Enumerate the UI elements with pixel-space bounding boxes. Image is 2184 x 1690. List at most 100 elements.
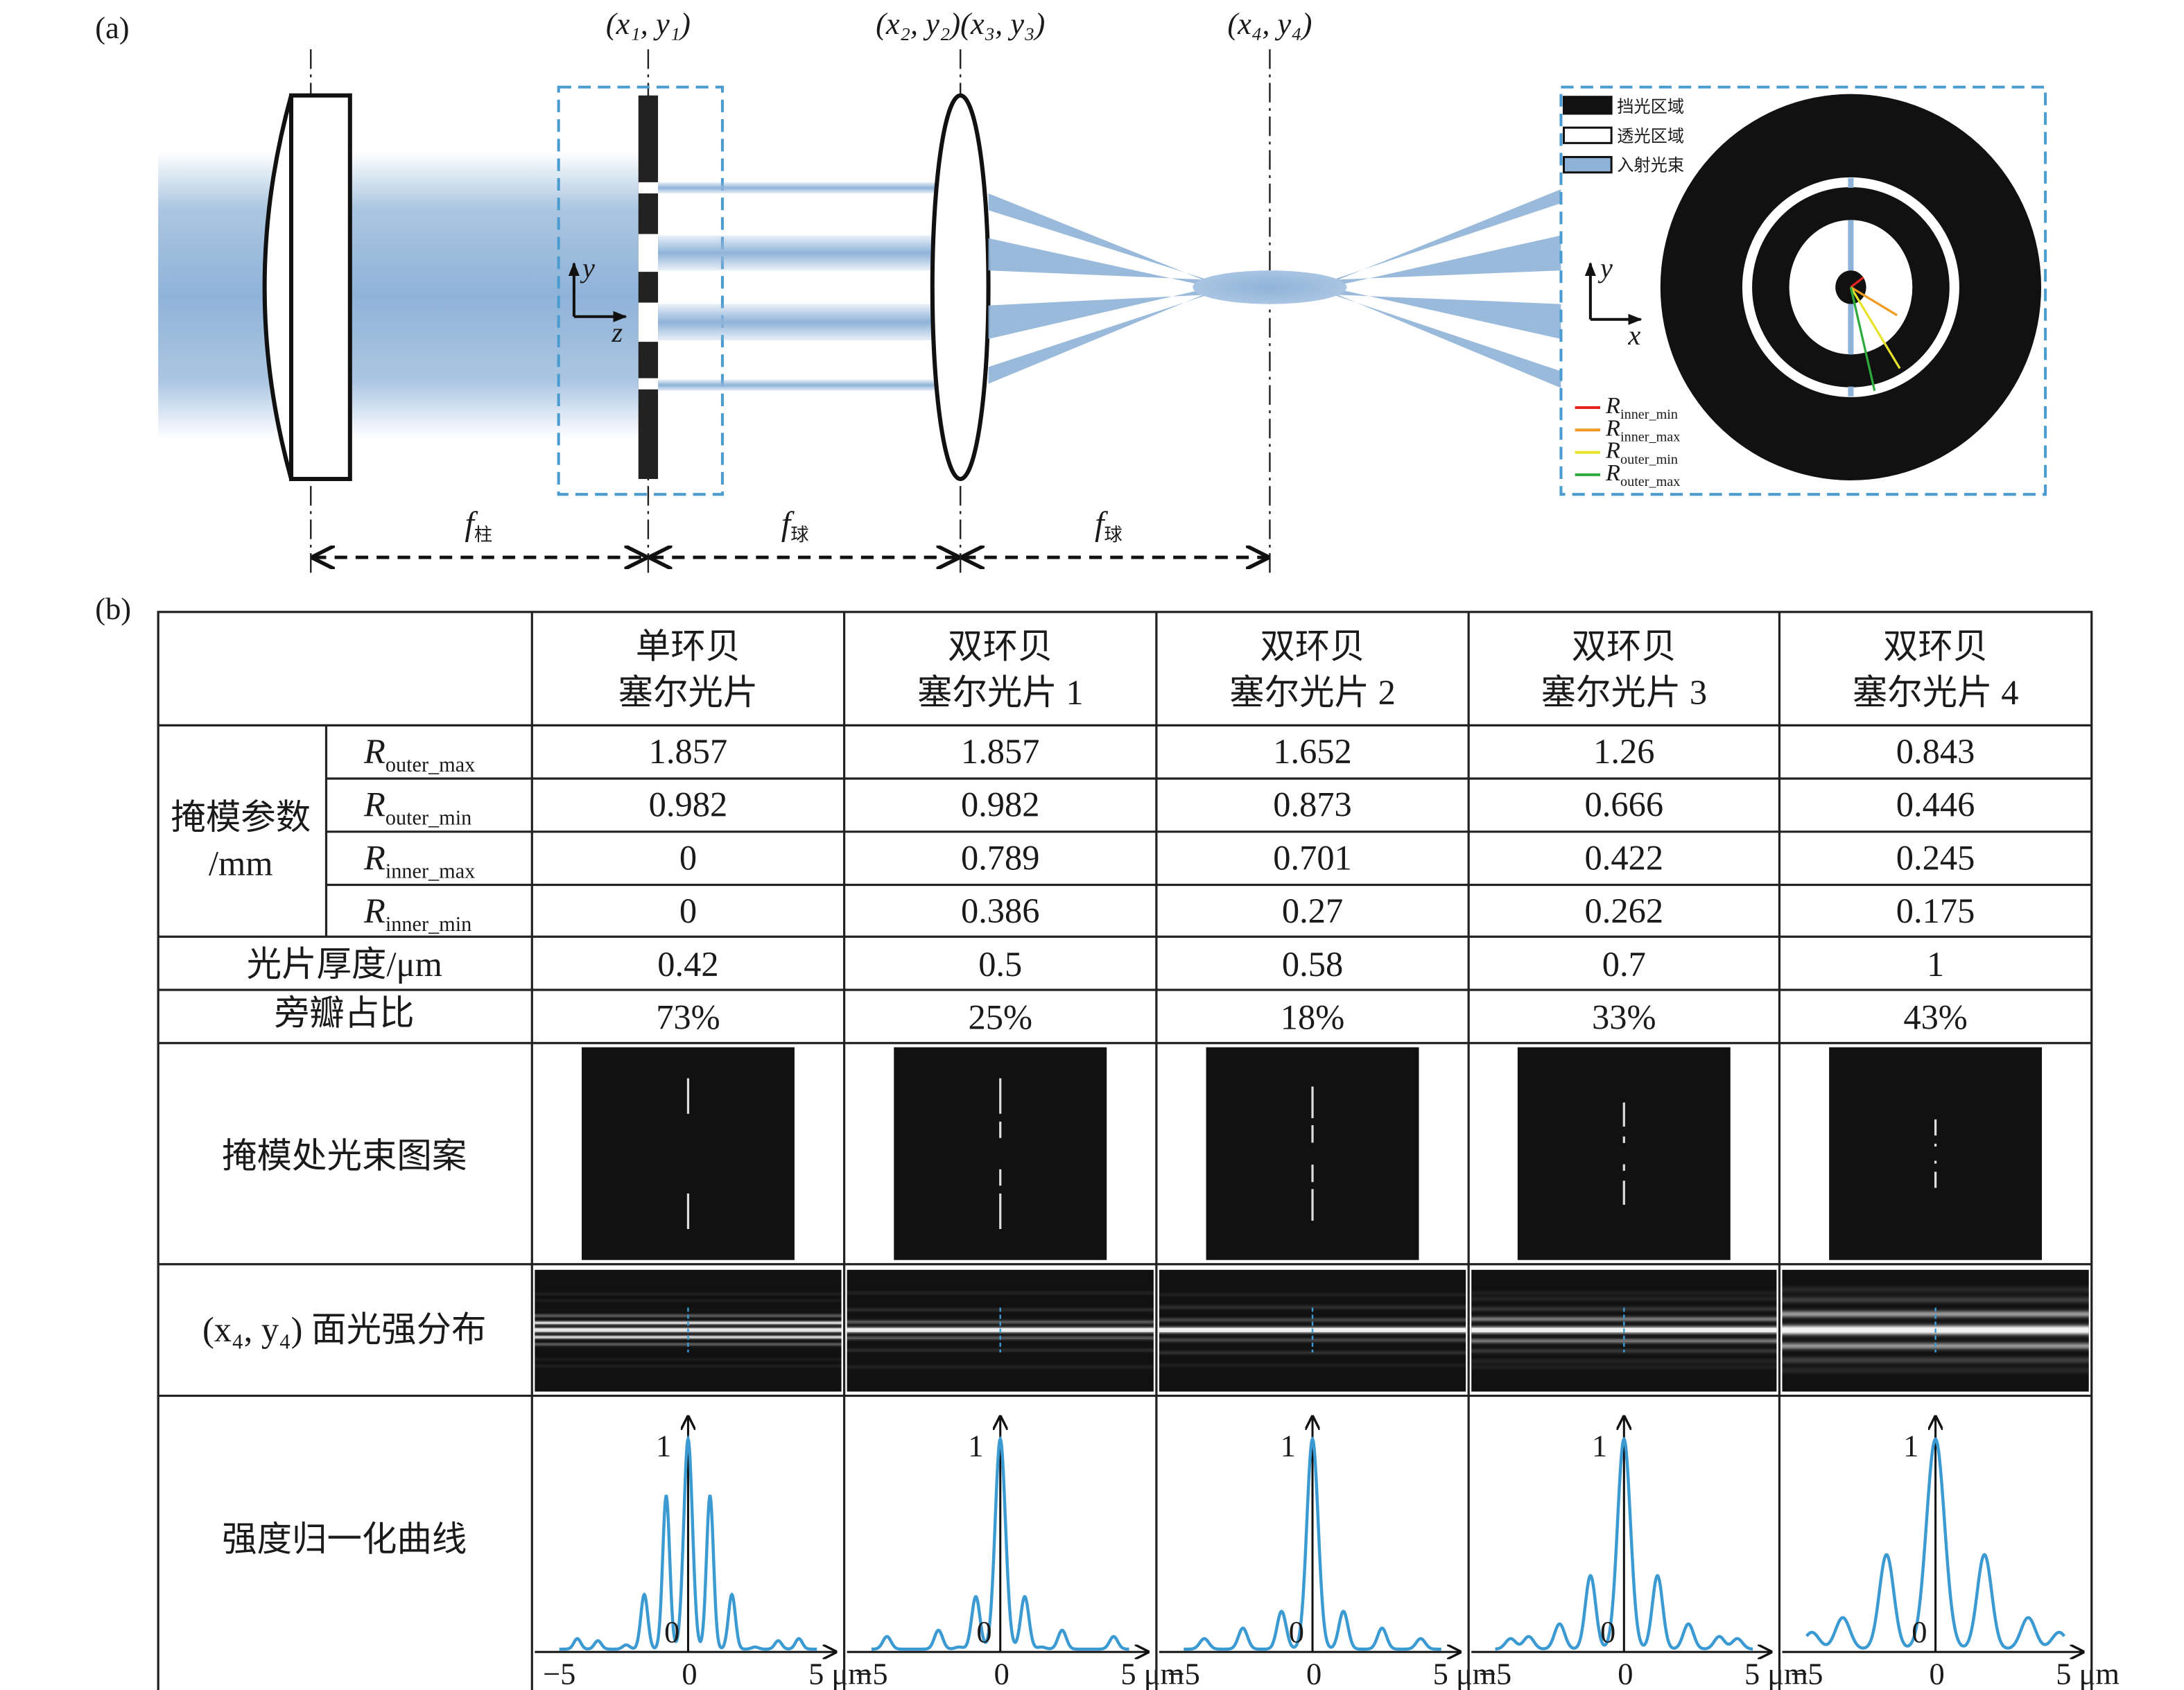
param-value: 0.422 (1585, 838, 1664, 877)
thickness-value: 0.58 (1282, 945, 1343, 984)
param-value: 0.262 (1585, 891, 1664, 930)
curve-line (1184, 1436, 1441, 1651)
tick-label-x-zero: 0 (1930, 1657, 1945, 1690)
panel-a-label: (a) (95, 10, 129, 45)
intensity-distribution-map (535, 1269, 842, 1392)
tick-label-y-0: 0 (1600, 1614, 1615, 1649)
intensity-distribution-map (1159, 1269, 1466, 1392)
pattern-background (1206, 1047, 1419, 1260)
inset-axis-y: y (1597, 252, 1613, 284)
tick-label-x-min: −5 (1790, 1657, 1823, 1690)
focal-label-cylinder: f柱 (465, 506, 492, 545)
param-value: 0.245 (1896, 838, 1975, 877)
axis-label-z: z (611, 317, 623, 348)
normalized-intensity-curve: 1 0 −5 0 5 μm (1782, 1417, 2120, 1690)
param-value: 1.857 (649, 732, 728, 771)
tick-label-x-zero: 0 (994, 1657, 1009, 1690)
pattern-background (1517, 1047, 1731, 1260)
tick-label-x-max: 5 μm (2056, 1657, 2120, 1690)
tick-label-y-0: 0 (1289, 1614, 1304, 1649)
tick-label-x-max: 5 μm (1120, 1657, 1184, 1690)
param-value: 0.666 (1585, 785, 1664, 824)
legend-label-beam: 入射光束 (1617, 157, 1684, 175)
mask-beam-pattern (1517, 1047, 1731, 1260)
column-header-line1: 双环贝 (948, 627, 1052, 665)
column-header-line1: 双环贝 (1572, 627, 1676, 665)
column-header-line2: 塞尔光片 2 (1229, 673, 1396, 712)
region-legend: 挡光区域 透光区域 入射光束 (1562, 96, 1684, 175)
mask-beam-pattern (894, 1047, 1107, 1260)
intensity-distribution-map (1471, 1269, 1777, 1392)
incident-beam-stripe (1848, 177, 1854, 397)
sidelobe-value: 18% (1281, 998, 1345, 1037)
arrow-r-inner-max (1850, 286, 1898, 317)
intensity-distribution-map (1782, 1269, 2089, 1392)
row-label-thickness: 光片厚度/μm (247, 945, 442, 984)
column-header-line2: 塞尔光片 4 (1853, 673, 2019, 712)
param-label: Router_min (363, 785, 471, 830)
param-value: 0.446 (1896, 785, 1975, 824)
panel-a: (a) y z (95, 6, 2047, 575)
tick-label-x-zero: 0 (1306, 1657, 1321, 1690)
param-value: 0.789 (961, 838, 1040, 877)
column-header-line2: 塞尔光片 3 (1541, 673, 1707, 712)
sidelobe-value: 25% (968, 998, 1032, 1037)
sidelobe-value: 43% (1903, 998, 1968, 1037)
incident-beam (158, 151, 648, 439)
table-border (157, 611, 2093, 1690)
mask-front-view-inset: y x 挡光区域 透光区域 入射光束 Rinner_minRinner_maxR… (1559, 85, 2047, 496)
plane-label-focus: (x₄, y₄) (1227, 6, 1312, 41)
radius-legend-label: Router_max (1605, 460, 1680, 489)
tick-label-x-min: −5 (855, 1657, 887, 1690)
param-label: Rinner_max (363, 838, 475, 882)
param-value: 0 (679, 838, 697, 877)
legend-swatch-transmit (1562, 126, 1613, 144)
param-value: 1.26 (1593, 732, 1654, 771)
intensity-distribution-map (847, 1269, 1154, 1392)
param-value: 0.175 (1896, 891, 1975, 930)
tick-label-y-1: 1 (656, 1428, 671, 1463)
tick-label-x-zero: 0 (682, 1657, 697, 1690)
radius-legend-label: Router_min (1605, 437, 1678, 467)
plane-label-mask: (x₁, y₁) (606, 6, 691, 41)
light-sheet-focus (1193, 270, 1347, 304)
thickness-value: 0.42 (657, 945, 718, 984)
thickness-value: 0.5 (978, 945, 1022, 984)
focal-distance-labels: f柱 f球 f球 (465, 506, 1122, 545)
focal-label-sphere-2: f球 (1095, 506, 1123, 545)
row-label-intensity-map: (x₄, y₄) 面光强分布 (202, 1310, 486, 1349)
param-label: Router_max (363, 732, 475, 776)
param-label: Rinner_min (363, 891, 471, 936)
curve-line (1805, 1437, 2066, 1650)
tick-label-y-0: 0 (976, 1614, 991, 1649)
arrow-r-outer-min (1850, 286, 1901, 369)
tick-label-x-max: 5 μm (808, 1657, 872, 1690)
plane-label-lens: (x₂, y₂)(x₃, y₃) (876, 6, 1045, 41)
curve-line (871, 1436, 1129, 1651)
tick-label-x-min: −5 (1168, 1657, 1200, 1690)
inset-axis-x: x (1627, 320, 1640, 351)
tick-label-x-max: 5 μm (1433, 1657, 1497, 1690)
tick-label-x-min: −5 (543, 1657, 575, 1690)
mask-beam-pattern (581, 1047, 795, 1260)
param-value: 0.843 (1896, 732, 1975, 771)
legend-swatch-block (1562, 96, 1613, 115)
radius-legend-label: Rinner_min (1605, 392, 1678, 422)
thickness-value: 1 (1927, 945, 1944, 984)
row-label-normalized-curve: 强度归一化曲线 (222, 1520, 467, 1559)
tick-label-y-0: 0 (1912, 1614, 1927, 1649)
legend-swatch-beam (1562, 156, 1613, 174)
center-block (1835, 270, 1866, 304)
row-group-label-unit: /mm (209, 844, 273, 882)
cylindrical-lens (262, 93, 352, 481)
legend-label-block: 挡光区域 (1617, 98, 1684, 116)
mask-axes: y z (568, 252, 627, 348)
tick-label-y-1: 1 (1903, 1428, 1918, 1463)
tick-label-y-1: 1 (968, 1428, 983, 1463)
param-value: 0.873 (1273, 785, 1352, 824)
thickness-value: 0.7 (1602, 945, 1646, 984)
param-value: 0.982 (649, 785, 728, 824)
